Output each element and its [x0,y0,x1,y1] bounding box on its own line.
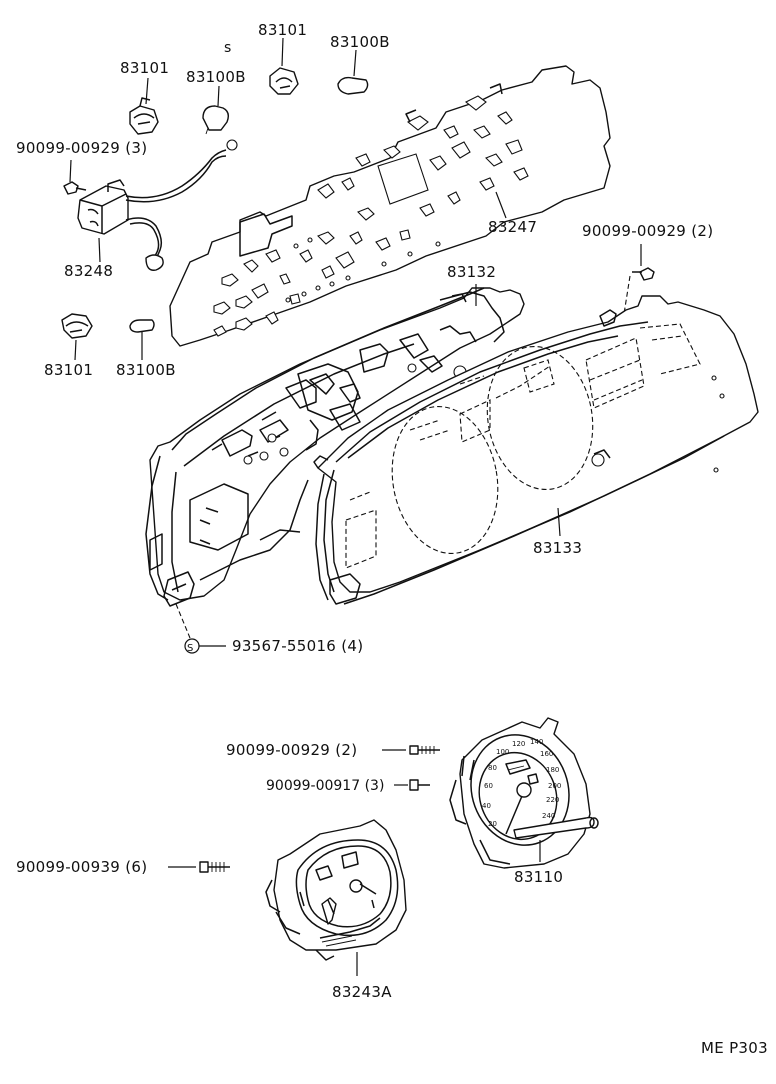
svg-text:180: 180 [546,766,559,774]
bulb-label-c: 83100B [116,361,176,379]
bulb-label-b: 83100B [330,33,390,51]
screw-icon [63,181,87,195]
bulb-socket-icon [129,97,159,135]
screw-icon [632,267,655,281]
screw-icon [409,745,440,755]
wedge-bulb-icon [202,105,230,135]
glass-label: 83133 [533,539,582,557]
svg-text:160: 160 [540,750,553,758]
fuel-temp-gauge-icon [265,819,407,961]
speedometer-label: 83110 [514,868,563,886]
svg-text:80: 80 [488,764,497,772]
socket-label-a: 83101 [120,59,169,77]
socket-label-c: 83101 [44,361,93,379]
wire-harness-icon [77,139,238,271]
screw-label-top-left: 90099-00929 (3) [16,139,147,157]
speedometer-icon: 20 40 60 80 100 120 140 160 180 200 220 … [449,717,599,869]
svg-text:s: s [224,40,231,56]
screw-icon [199,861,230,873]
screw-mid-2-label: 90099-00917 (3) [266,778,384,794]
wedge-bulb-icon [337,76,369,95]
socket-label-b: 83101 [258,21,307,39]
s-mark: S [187,643,193,654]
svg-text:140: 140 [530,738,543,746]
gauge-label: 83243A [332,983,392,1001]
meter-case [145,287,525,607]
harness-label: 83248 [64,262,113,280]
svg-text:200: 200 [548,782,561,790]
case-label: 83132 [447,263,496,281]
bulb-label-a: 83100B [186,68,246,86]
bulb-socket-icon [61,313,93,339]
svg-text:220: 220 [546,796,559,804]
meter-glass [313,295,759,605]
svg-text:40: 40 [482,802,491,810]
screw-icon [409,779,430,791]
plate-label: 83247 [488,218,537,236]
page-code: ME P303 [701,1039,768,1057]
bulb-socket-icon [269,67,299,95]
screw-s-label: 93567-55016 (4) [232,637,363,655]
screw-mid-1-label: 90099-00929 (2) [226,741,357,759]
svg-text:60: 60 [484,782,493,790]
screw-label-top-right: 90099-00929 (2) [582,222,713,240]
svg-text:120: 120 [512,740,525,748]
svg-text:20: 20 [488,820,497,828]
svg-text:100: 100 [496,748,509,756]
wedge-bulb-icon [129,319,155,333]
circuit-plate [169,65,611,347]
screw-left-label: 90099-00939 (6) [16,858,147,876]
svg-text:240: 240 [542,812,555,820]
